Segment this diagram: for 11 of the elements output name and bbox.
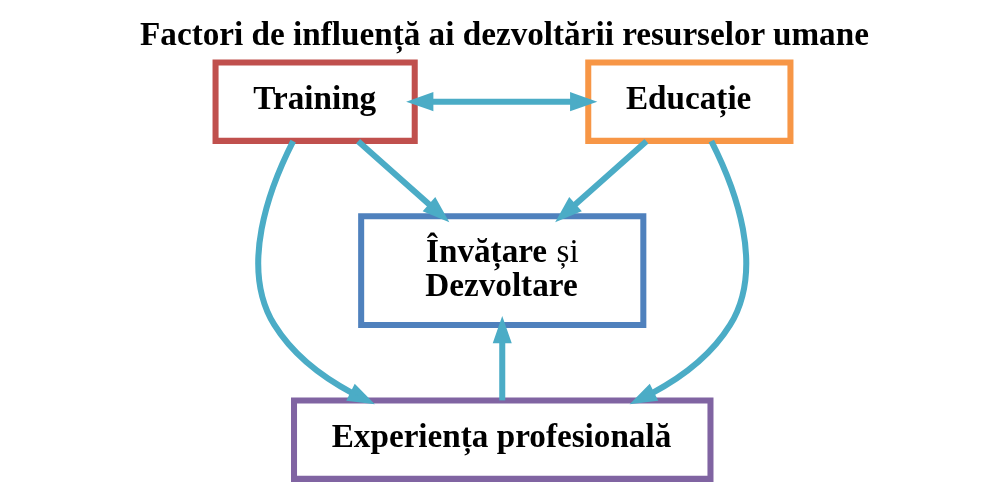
arrow [555,138,649,223]
diagram-title: Factori de influență ai dezvoltării resurselor umane [140,15,869,53]
node-box: Educație [585,59,794,144]
arrow [406,92,598,112]
node-box: Experiența profesională [291,397,714,482]
node-box: Învățare și Dezvoltare [358,213,647,328]
node-box: Training [212,59,418,144]
arrow [255,139,375,405]
arrow [492,316,512,401]
arrow [629,139,750,405]
arrow [356,138,450,223]
